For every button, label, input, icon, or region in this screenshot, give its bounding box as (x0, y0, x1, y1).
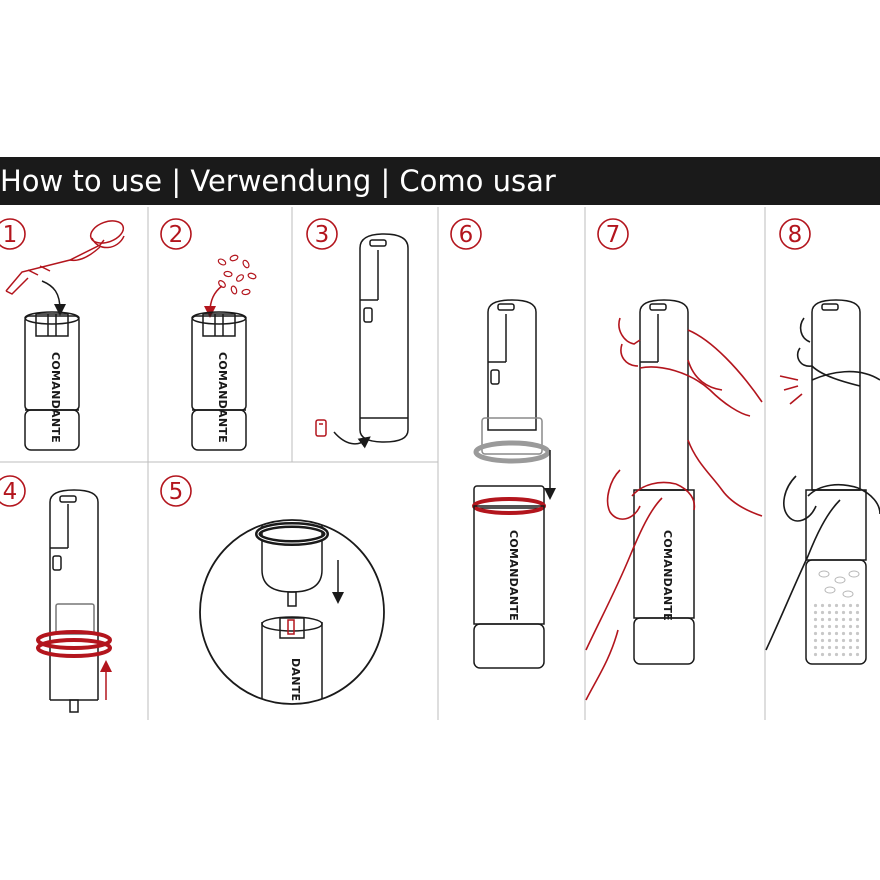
step-number-2: 2 (160, 218, 192, 250)
step-number-label: 6 (459, 222, 474, 248)
step-number-label: 5 (169, 479, 184, 505)
coffee-beans-in-jar (818, 570, 860, 598)
brand-logo-text: COMANDANTE (49, 352, 62, 443)
step-number-label: 2 (169, 222, 184, 248)
grinder-top-lid (487, 299, 537, 431)
brand-logo-text: COMANDANTE (216, 352, 229, 443)
sealing-ring (36, 630, 112, 658)
header-bar: How to use | Verwendung | Como usar (0, 157, 880, 205)
step-number-label: 7 (606, 222, 621, 248)
curved-arrow (204, 285, 223, 318)
assembled-grinder (805, 299, 867, 665)
drive-shaft-part (315, 419, 327, 437)
crank-handle-illustration (5, 220, 125, 295)
panel-2-illustration: COMANDANTE (191, 254, 257, 451)
step-number-8: 8 (779, 218, 811, 250)
grinder-top-lid (49, 489, 99, 713)
grinder-body (472, 485, 546, 669)
step-number-6: 6 (450, 218, 482, 250)
step-number-3: 3 (306, 218, 338, 250)
panel-dividers (0, 207, 766, 720)
grey-ring (473, 440, 551, 464)
brand-logo-text: COMANDANTE (661, 530, 674, 621)
step-number-label: 8 (788, 222, 803, 248)
curved-arrow (41, 280, 66, 316)
grinder-body (24, 311, 80, 451)
panel-1-illustration: COMANDANTE (5, 220, 125, 451)
step-number-7: 7 (597, 218, 629, 250)
page-title: How to use | Verwendung | Como usar (0, 164, 556, 198)
hand-bottom-illustration (585, 469, 696, 701)
assembled-grinder (633, 299, 695, 665)
click-indicator-lines (779, 375, 803, 405)
step-number-1: 1 (0, 218, 26, 250)
step-number-label: 4 (3, 479, 18, 505)
zoomed-lid-bottom (261, 520, 323, 607)
panel-7-illustration: COMANDANTE (585, 299, 763, 701)
grinder-body (191, 311, 247, 451)
step-number-label: 3 (315, 222, 330, 248)
ground-coffee (810, 600, 862, 658)
coffee-beans-illustration (217, 254, 257, 296)
step-number-5: 5 (160, 475, 192, 507)
panel-5-illustration: DANTE (199, 519, 385, 705)
brand-logo-text: COMANDANTE (507, 530, 520, 621)
curved-arrow (333, 431, 371, 449)
brand-logo-text-zoomed: DANTE (289, 658, 302, 701)
panel-6-illustration: COMANDANTE (472, 299, 556, 669)
hand-top-illustration (796, 317, 880, 387)
hand-top-illustration (618, 317, 763, 517)
hand-bottom-illustration (765, 475, 880, 651)
step-number-label: 1 (3, 222, 18, 248)
panel-4-illustration (36, 489, 112, 713)
panel-8-illustration (765, 299, 880, 665)
grinder-top-lid (359, 233, 409, 443)
panel-3-illustration (315, 233, 409, 449)
step-number-4: 4 (0, 475, 26, 507)
zoom-circle (199, 519, 385, 705)
